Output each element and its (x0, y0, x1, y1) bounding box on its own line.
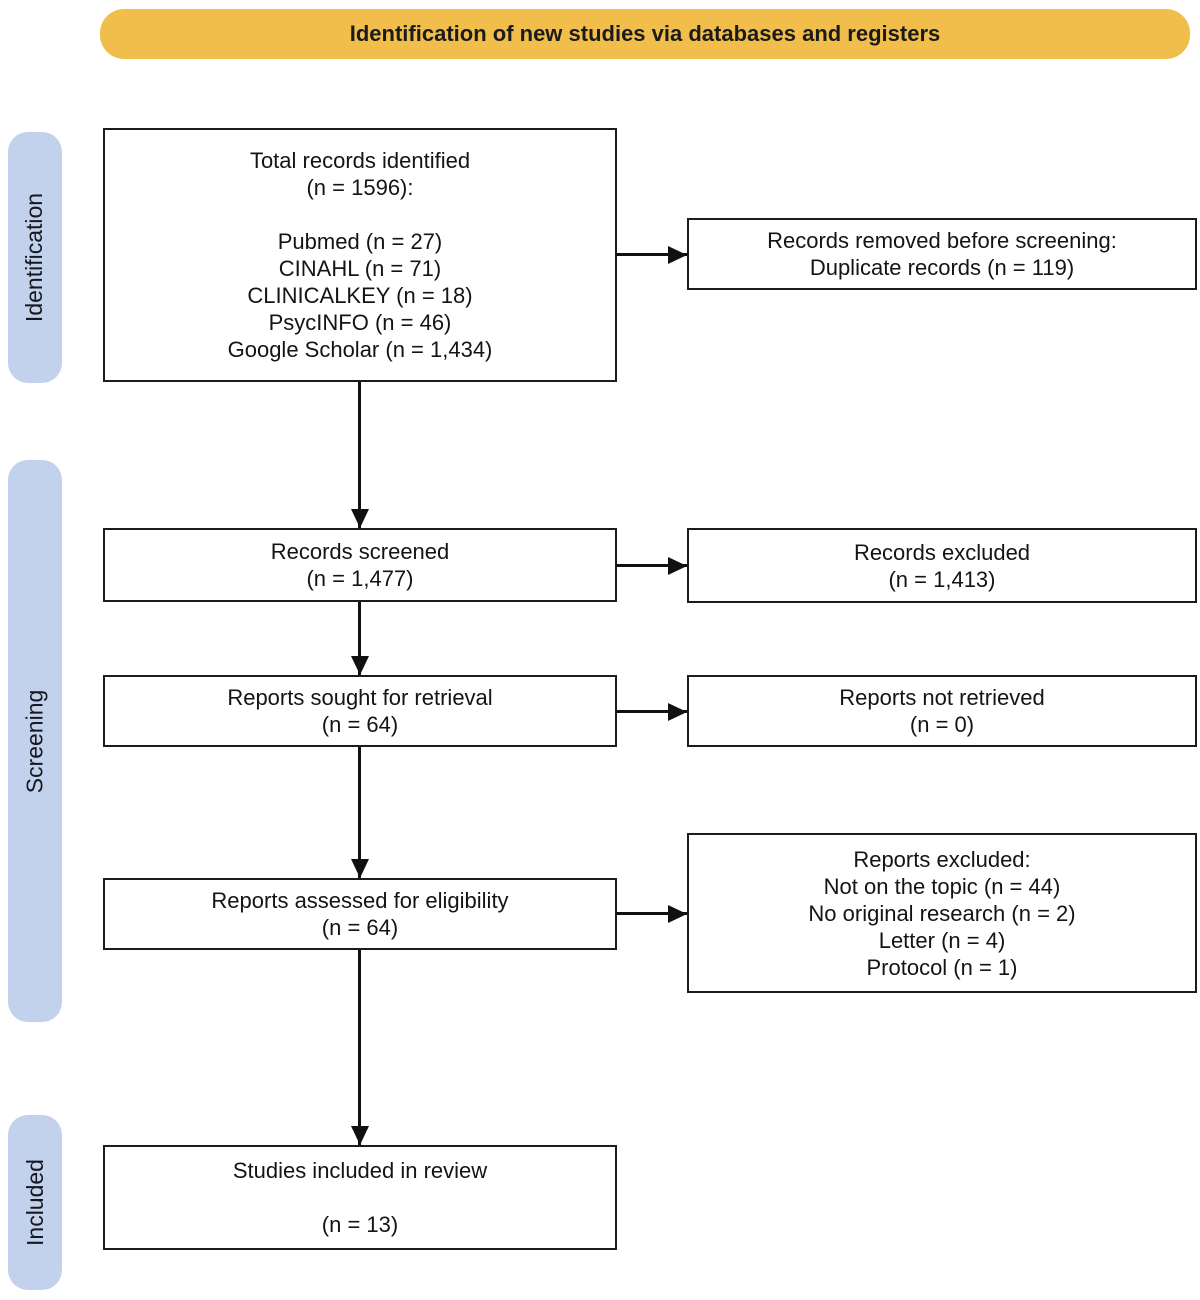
arrow-sought-to-not-retrieved (616, 710, 687, 713)
box-reports-excluded: Reports excluded: Not on the topic (n = … (687, 833, 1197, 993)
box-line: (n = 0) (909, 712, 975, 737)
box-line: Studies included in review (232, 1158, 488, 1183)
box-records-screened: Records screened (n = 1,477) (103, 528, 617, 602)
box-line: Not on the topic (n = 44) (823, 873, 1061, 899)
arrow-sought-to-assessed (358, 747, 361, 878)
box-line: (n = 1,477) (306, 566, 414, 591)
box-line: Reports not retrieved (839, 685, 1045, 710)
diagram-title-banner: Identification of new studies via databa… (100, 9, 1190, 59)
box-line: CLINICALKEY (n = 18) (247, 283, 473, 308)
box-line: No original research (n = 2) (808, 900, 1076, 926)
box-line: Reports excluded: (853, 846, 1031, 872)
diagram-title: Identification of new studies via databa… (349, 21, 941, 46)
box-line: Reports assessed for eligibility (211, 888, 509, 913)
stage-label-included-text: Included (21, 1159, 48, 1246)
box-records-excluded: Records excluded (n = 1,413) (687, 528, 1197, 603)
box-studies-included-in-review: Studies included in review (n = 13) (103, 1145, 617, 1250)
box-line (105, 201, 615, 228)
box-line: Reports sought for retrieval (227, 685, 493, 710)
box-records-removed-before-screening: Records removed before screening: Duplic… (687, 218, 1197, 290)
box-line: Protocol (n = 1) (866, 954, 1018, 980)
arrow-identified-to-screened (358, 382, 361, 528)
stage-label-identification-text: Identification (21, 192, 48, 323)
box-line: Duplicate records (n = 119) (809, 255, 1075, 280)
box-line (105, 1184, 615, 1211)
stage-label-screening-text: Screening (21, 689, 48, 793)
box-reports-assessed-for-eligibility: Reports assessed for eligibility (n = 64… (103, 878, 617, 950)
box-line: Records screened (270, 539, 450, 564)
box-reports-not-retrieved: Reports not retrieved (n = 0) (687, 675, 1197, 747)
box-line: Google Scholar (n = 1,434) (227, 337, 493, 362)
arrow-identified-to-removed (616, 253, 687, 256)
box-line: PsycINFO (n = 46) (268, 310, 452, 335)
box-line: (n = 64) (321, 915, 399, 940)
box-line: (n = 13) (321, 1212, 399, 1237)
box-line: (n = 1,413) (888, 566, 996, 592)
arrow-assessed-to-included (358, 950, 361, 1145)
box-line: (n = 64) (321, 712, 399, 737)
stage-label-identification: Identification (8, 132, 62, 383)
arrow-screened-to-excluded (616, 564, 687, 567)
box-reports-sought-for-retrieval: Reports sought for retrieval (n = 64) (103, 675, 617, 747)
box-line: Pubmed (n = 27) (277, 229, 443, 254)
arrow-screened-to-sought (358, 602, 361, 675)
arrow-assessed-to-reports-excluded (616, 912, 687, 915)
box-line: Records excluded (853, 539, 1031, 565)
box-line: CINAHL (n = 71) (278, 256, 442, 281)
box-total-records-identified: Total records identified (n = 1596): Pub… (103, 128, 617, 382)
stage-label-included: Included (8, 1115, 62, 1290)
box-line: Letter (n = 4) (878, 927, 1006, 953)
box-line: (n = 1596): (306, 175, 414, 200)
box-line: Total records identified (249, 148, 471, 173)
box-line: Records removed before screening: (767, 228, 1117, 253)
stage-label-screening: Screening (8, 460, 62, 1022)
